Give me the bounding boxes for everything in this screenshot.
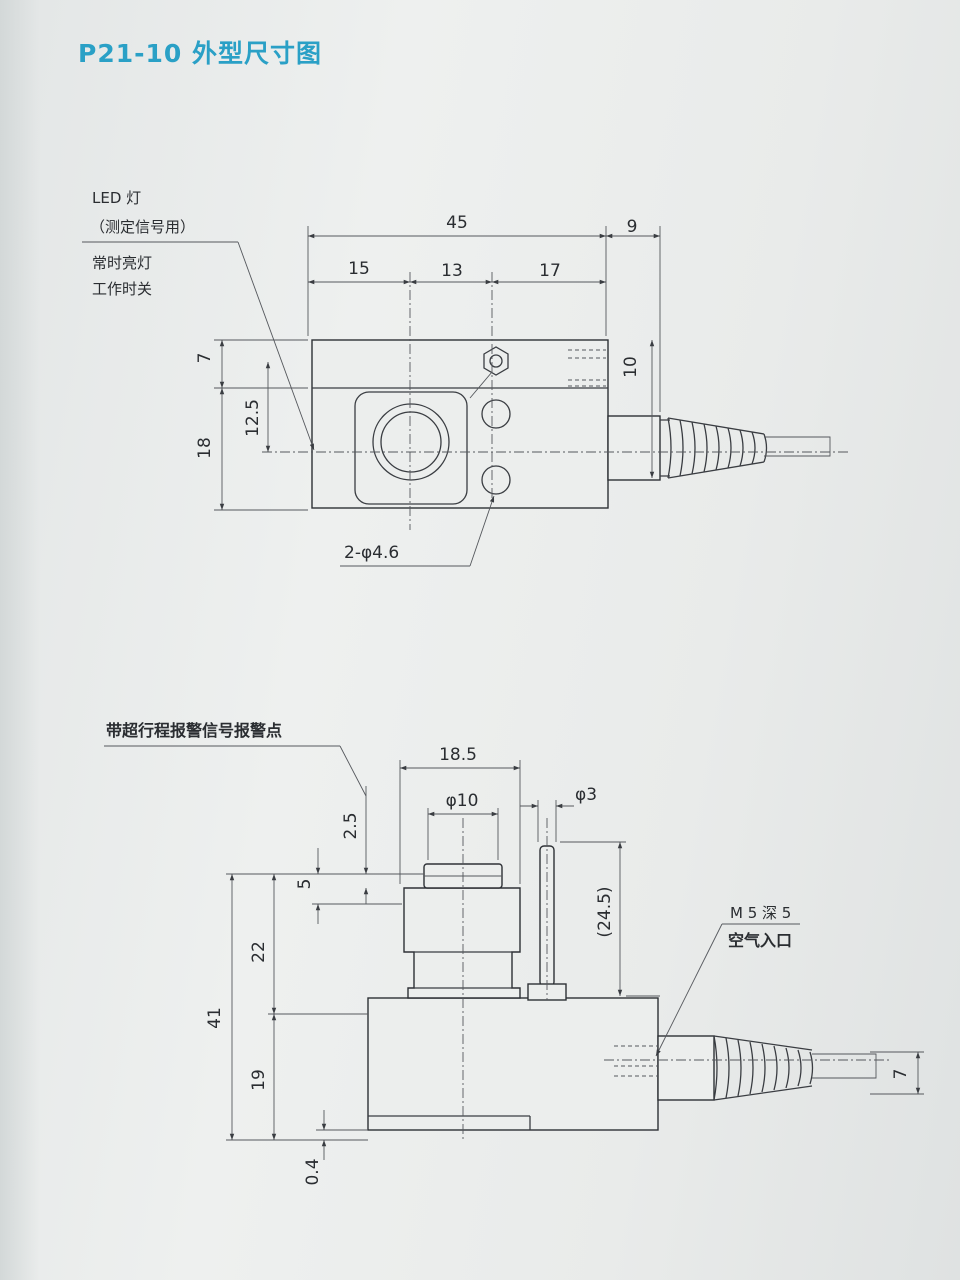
dim-13-label: 13 xyxy=(441,261,463,281)
dim-9-label: 9 xyxy=(627,217,638,237)
dim-18-label: 18 xyxy=(195,437,215,459)
side-view: 18.5 φ10 φ3 2.5 5 41 22 19 0.4 xyxy=(104,721,924,1186)
dim-0-4-label: 0.4 xyxy=(303,1158,323,1185)
led-callout-line3: 常时亮灯 xyxy=(92,254,152,272)
led-callout-line2: （测定信号用） xyxy=(90,218,195,236)
dim-41-label: 41 xyxy=(205,1007,225,1029)
cable-end-side xyxy=(812,1053,877,1079)
dim-7-cable-label: 7 xyxy=(891,1069,911,1080)
mount-hole-lower xyxy=(481,465,511,495)
alarm-callout-leader xyxy=(339,745,367,797)
dim-7-label: 7 xyxy=(195,353,215,364)
led-callout-line1: LED 灯 xyxy=(92,189,141,207)
spindle-inner-ring xyxy=(380,411,442,473)
page-title: P21-10 外型尺寸图 xyxy=(78,39,322,68)
cable-spiral-top xyxy=(667,417,768,479)
dim-2-5-label: 2.5 xyxy=(341,812,361,839)
spindle-outer-ring xyxy=(372,403,450,481)
dim-12-5-label: 12.5 xyxy=(243,399,263,437)
dim-5-label: 5 xyxy=(295,879,315,890)
led-nut xyxy=(483,346,509,376)
top-view: 45 9 15 13 17 7 18 12.5 10 LED 灯 （测定信号用）… xyxy=(82,189,850,567)
page-fold-shadow xyxy=(0,0,40,1280)
cable-spiral-side xyxy=(713,1035,814,1101)
port-callout-line1: M 5 深 5 xyxy=(730,904,791,922)
led-callout-line4: 工作时关 xyxy=(92,280,152,298)
alarm-callout-label: 带超行程报警信号报警点 xyxy=(106,721,282,740)
dim-24-5-label: (24.5) xyxy=(595,886,615,937)
cable-collar xyxy=(660,419,670,477)
cable-fitting-side xyxy=(657,1035,715,1101)
dim-phi10-label: φ10 xyxy=(446,791,479,811)
dim-22-label: 22 xyxy=(249,941,269,963)
dim-15-label: 15 xyxy=(348,259,370,279)
port-callout-leader xyxy=(655,923,723,1057)
cable-outline-side xyxy=(713,1035,813,1101)
port-callout-line2: 空气入口 xyxy=(728,931,792,950)
led-lamp xyxy=(489,354,503,368)
dim-17-label: 17 xyxy=(539,261,561,281)
dim-19-label: 19 xyxy=(249,1069,269,1091)
led-leader-shade xyxy=(469,371,493,399)
top-view-body xyxy=(311,339,609,509)
dim-18-5-label: 18.5 xyxy=(439,745,477,765)
mount-hole-upper xyxy=(481,399,511,429)
holes-callout-leader xyxy=(469,495,495,567)
top-view-housing xyxy=(354,391,468,505)
holes-callout-label: 2-φ4.6 xyxy=(344,543,399,563)
cable-outline-top xyxy=(667,417,765,479)
dim-45-label: 45 xyxy=(446,213,468,233)
spindle-column xyxy=(403,887,521,999)
cable-end-top xyxy=(764,436,831,457)
dim-10-label: 10 xyxy=(621,356,641,378)
side-view-base xyxy=(367,997,659,1131)
dim-phi3-label: φ3 xyxy=(575,785,597,805)
led-callout-leader xyxy=(237,241,315,451)
